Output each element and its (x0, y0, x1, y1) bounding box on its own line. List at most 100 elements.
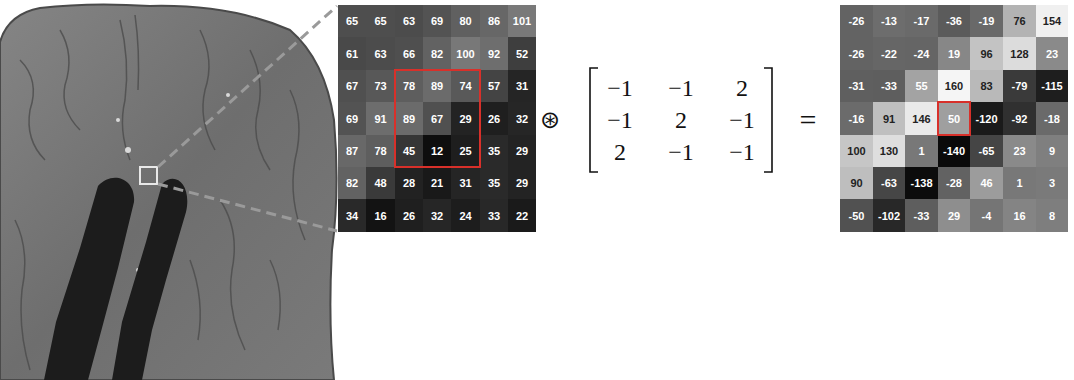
output-cell: -28 (938, 167, 970, 199)
input-cell: 61 (338, 37, 366, 70)
input-cell: 31 (508, 70, 536, 102)
input-cell: 29 (508, 167, 536, 199)
output-cell: 154 (1036, 5, 1068, 37)
output-cell: 46 (970, 167, 1003, 199)
input-cell: 28 (395, 167, 423, 199)
output-cell: 128 (1003, 37, 1036, 70)
output-cell: -63 (873, 167, 905, 199)
input-cell: 91 (366, 102, 395, 135)
input-cell: 73 (366, 70, 395, 102)
input-cell: 74 (451, 70, 480, 102)
kernel-value: 2 (594, 137, 646, 167)
kernel-value: −1 (594, 105, 646, 135)
input-cell: 87 (338, 135, 366, 167)
output-cell: 96 (970, 37, 1003, 70)
input-cell: 86 (480, 5, 508, 37)
kernel-value: −1 (594, 73, 646, 103)
output-cell: 130 (873, 135, 905, 167)
output-cell: 1 (1003, 167, 1036, 199)
output-cell: 9 (1036, 135, 1068, 167)
input-cell: 69 (423, 5, 451, 37)
output-cell: 55 (905, 70, 938, 102)
input-cell: 35 (480, 167, 508, 199)
input-cell: 65 (366, 5, 395, 37)
output-cell: -36 (938, 5, 970, 37)
input-cell: 26 (395, 199, 423, 232)
output-cell: -140 (938, 135, 970, 167)
input-cell: 21 (423, 167, 451, 199)
input-cell: 35 (480, 135, 508, 167)
kernel-value: −1 (655, 137, 707, 167)
zoom-square (140, 167, 157, 184)
input-cell: 78 (366, 135, 395, 167)
kernel-value: −1 (716, 105, 768, 135)
ventricle-right (112, 179, 187, 380)
output-cell: 16 (1003, 199, 1036, 232)
input-cell: 33 (480, 199, 508, 232)
input-cell: 16 (366, 199, 395, 232)
input-cell: 26 (480, 102, 508, 135)
output-cell: -18 (1036, 102, 1068, 135)
matrix-brackets (590, 68, 772, 172)
output-cell: 146 (905, 102, 938, 135)
input-cell: 66 (395, 37, 423, 70)
output-cell: 90 (840, 167, 873, 199)
output-cell: -50 (840, 199, 873, 232)
output-cell: -115 (1036, 70, 1068, 102)
input-cell: 78 (395, 70, 423, 102)
output-cell: 160 (938, 70, 970, 102)
output-cell: -13 (873, 5, 905, 37)
equals-sign: = (792, 100, 824, 140)
output-cell: -102 (873, 199, 905, 232)
kernel-value: 2 (655, 105, 707, 135)
output-cell: -33 (873, 70, 905, 102)
output-cell: -19 (970, 5, 1003, 37)
output-cell: -79 (1003, 70, 1036, 102)
kernel-value: −1 (716, 137, 768, 167)
output-cell: 50 (938, 102, 970, 135)
input-cell: 100 (451, 37, 480, 70)
zoom-line (158, 6, 337, 167)
input-cell: 45 (395, 135, 423, 167)
input-cell: 67 (338, 70, 366, 102)
output-cell: 91 (873, 102, 905, 135)
input-cell: 63 (366, 37, 395, 70)
input-cell: 89 (423, 70, 451, 102)
operator-symbol: ⊛ (534, 102, 566, 138)
output-cell: -33 (905, 199, 938, 232)
output-cell: 83 (970, 70, 1003, 102)
input-cell: 92 (480, 37, 508, 70)
output-cell: -17 (905, 5, 938, 37)
output-cell: -22 (873, 37, 905, 70)
input-cell: 63 (395, 5, 423, 37)
output-cell: -31 (840, 70, 873, 102)
input-cell: 89 (395, 102, 423, 135)
input-cell: 82 (423, 37, 451, 70)
output-cell: -138 (905, 167, 938, 199)
input-cell: 82 (338, 167, 366, 199)
output-cell: -16 (840, 102, 873, 135)
input-cell: 80 (451, 5, 480, 37)
input-cell: 57 (480, 70, 508, 102)
input-cell: 48 (366, 167, 395, 199)
input-cell: 29 (508, 135, 536, 167)
input-cell: 67 (423, 102, 451, 135)
output-cell: 23 (1036, 37, 1068, 70)
input-cell: 101 (508, 5, 536, 37)
zoom-line (158, 184, 337, 231)
output-cell: 8 (1036, 199, 1068, 232)
input-cell: 24 (451, 199, 480, 232)
output-cell: -24 (905, 37, 938, 70)
input-cell: 12 (423, 135, 451, 167)
input-cell: 69 (338, 102, 366, 135)
brain-slice (0, 4, 337, 380)
output-cell: -26 (840, 37, 873, 70)
output-cell: 100 (840, 135, 873, 167)
input-cell: 65 (338, 5, 366, 37)
output-cell: 76 (1003, 5, 1036, 37)
input-cell: 25 (451, 135, 480, 167)
output-cell: 23 (1003, 135, 1036, 167)
output-cell: 19 (938, 37, 970, 70)
output-cell: -26 (840, 5, 873, 37)
